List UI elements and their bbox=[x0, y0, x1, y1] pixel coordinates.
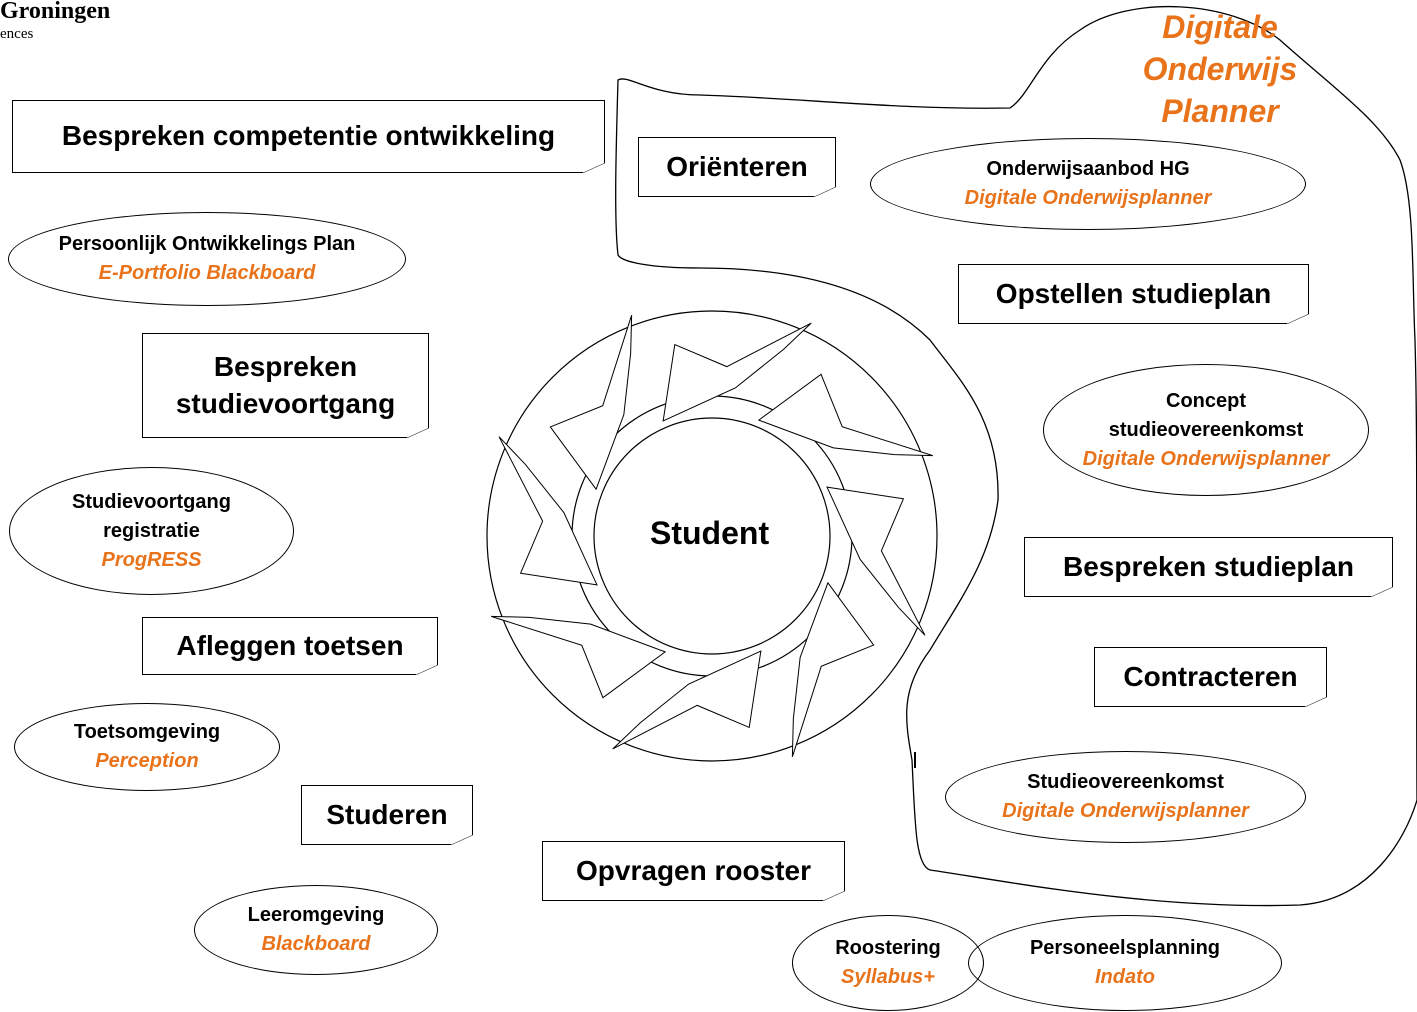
cycle-outer-ring bbox=[486, 310, 938, 762]
cycle-arrow bbox=[498, 436, 598, 586]
logo-subtext: ences bbox=[0, 26, 34, 42]
process-label: Bespreken studieplan bbox=[1063, 550, 1354, 582]
system-label: registratie bbox=[103, 519, 200, 542]
process-box-bespreken-studieplan: Bespreken studieplan bbox=[1024, 537, 1393, 597]
process-label: Bespreken competentie ontwikkeling bbox=[61, 120, 556, 152]
cycle-arrow bbox=[662, 322, 812, 422]
process-label: Studeren bbox=[326, 798, 448, 830]
dop-title: Digitale Onderwijs Planner bbox=[1120, 6, 1320, 132]
system-label: Personeelsplanning bbox=[1029, 937, 1221, 959]
dop-boundary bbox=[615, 5, 1417, 907]
system-label: studieovereenkomst bbox=[1108, 418, 1304, 441]
system-name: Syllabus+ bbox=[841, 966, 935, 988]
system-label: Studieovereenkomst bbox=[1027, 771, 1224, 793]
process-label: studievoortgang bbox=[175, 387, 396, 419]
system-name: Digitale Onderwijsplanner bbox=[1082, 447, 1330, 470]
cycle-arrow bbox=[826, 486, 926, 636]
cycle-arrow bbox=[791, 581, 875, 757]
system-label: Studievoortgang bbox=[72, 490, 231, 513]
process-box-opstellen-studieplan: Opstellen studieplan bbox=[958, 264, 1309, 324]
system-ellipse-studieovereenkomst: Studieovereenkomst Digitale Onderwijspla… bbox=[945, 751, 1306, 843]
cycle-arrow bbox=[612, 650, 762, 750]
system-name: Indato bbox=[1095, 966, 1155, 988]
process-label: Opvragen rooster bbox=[576, 854, 811, 886]
center-label: Student bbox=[650, 515, 770, 551]
system-ellipse-toetsomgeving: Toetsomgeving Perception bbox=[14, 703, 280, 791]
system-label: Roostering bbox=[835, 937, 941, 959]
system-label: Onderwijsaanbod HG bbox=[986, 158, 1190, 180]
cycle-arrow bbox=[549, 315, 633, 491]
process-label: Oriënteren bbox=[666, 150, 808, 182]
system-ellipse-roostering: Roostering Syllabus+ bbox=[792, 915, 984, 1011]
system-label: Toetsomgeving bbox=[73, 721, 221, 743]
system-ellipse-personeelsplanning: Personeelsplanning Indato bbox=[968, 915, 1282, 1011]
system-label: Leeromgeving bbox=[247, 904, 385, 926]
dop-title-line: Digitale bbox=[1162, 9, 1278, 45]
cycle-arrow bbox=[757, 373, 933, 457]
system-ellipse-pop: Persoonlijk Ontwikkelings Plan E-Portfol… bbox=[8, 212, 406, 306]
dop-title-line: Onderwijs bbox=[1142, 51, 1298, 87]
cycle-inner-ring bbox=[593, 417, 831, 655]
system-name: Perception bbox=[95, 750, 199, 772]
process-box-studeren: Studeren bbox=[301, 785, 473, 845]
cycle-arrow bbox=[491, 615, 667, 699]
system-name: E-Portfolio Blackboard bbox=[98, 262, 316, 284]
process-box-orienteren: Oriënteren bbox=[638, 137, 836, 197]
system-ellipse-leeromgeving: Leeromgeving Blackboard bbox=[194, 885, 438, 975]
system-ellipse-concept: Concept studieovereenkomst Digitale Onde… bbox=[1043, 364, 1369, 496]
system-name: ProgRESS bbox=[101, 548, 202, 571]
cycle-arrows bbox=[491, 315, 933, 757]
system-label: Persoonlijk Ontwikkelings Plan bbox=[58, 233, 356, 255]
logo-text: Groningen bbox=[0, 0, 111, 24]
process-box-competentie: Bespreken competentie ontwikkeling bbox=[12, 100, 605, 173]
process-label: Afleggen toetsen bbox=[176, 629, 404, 661]
process-label: Contracteren bbox=[1123, 660, 1298, 692]
process-box-opvragen-rooster: Opvragen rooster bbox=[542, 841, 845, 901]
process-box-afleggen-toetsen: Afleggen toetsen bbox=[142, 617, 438, 675]
system-ellipse-onderwijsaanbod: Onderwijsaanbod HG Digitale Onderwijspla… bbox=[870, 138, 1306, 230]
process-box-contracteren: Contracteren bbox=[1094, 647, 1327, 707]
system-name: Digitale Onderwijsplanner bbox=[964, 187, 1212, 209]
process-box-studievoortgang: Bespreken studievoortgang bbox=[142, 333, 429, 438]
system-ellipse-progress: Studievoortgang registratie ProgRESS bbox=[9, 467, 294, 595]
system-name: Blackboard bbox=[261, 933, 371, 955]
process-label: Bespreken bbox=[213, 351, 358, 383]
dop-title-line: Planner bbox=[1161, 93, 1279, 129]
system-name: Digitale Onderwijsplanner bbox=[1002, 800, 1249, 822]
system-label: Concept bbox=[1166, 389, 1246, 412]
process-label: Opstellen studieplan bbox=[995, 277, 1272, 309]
